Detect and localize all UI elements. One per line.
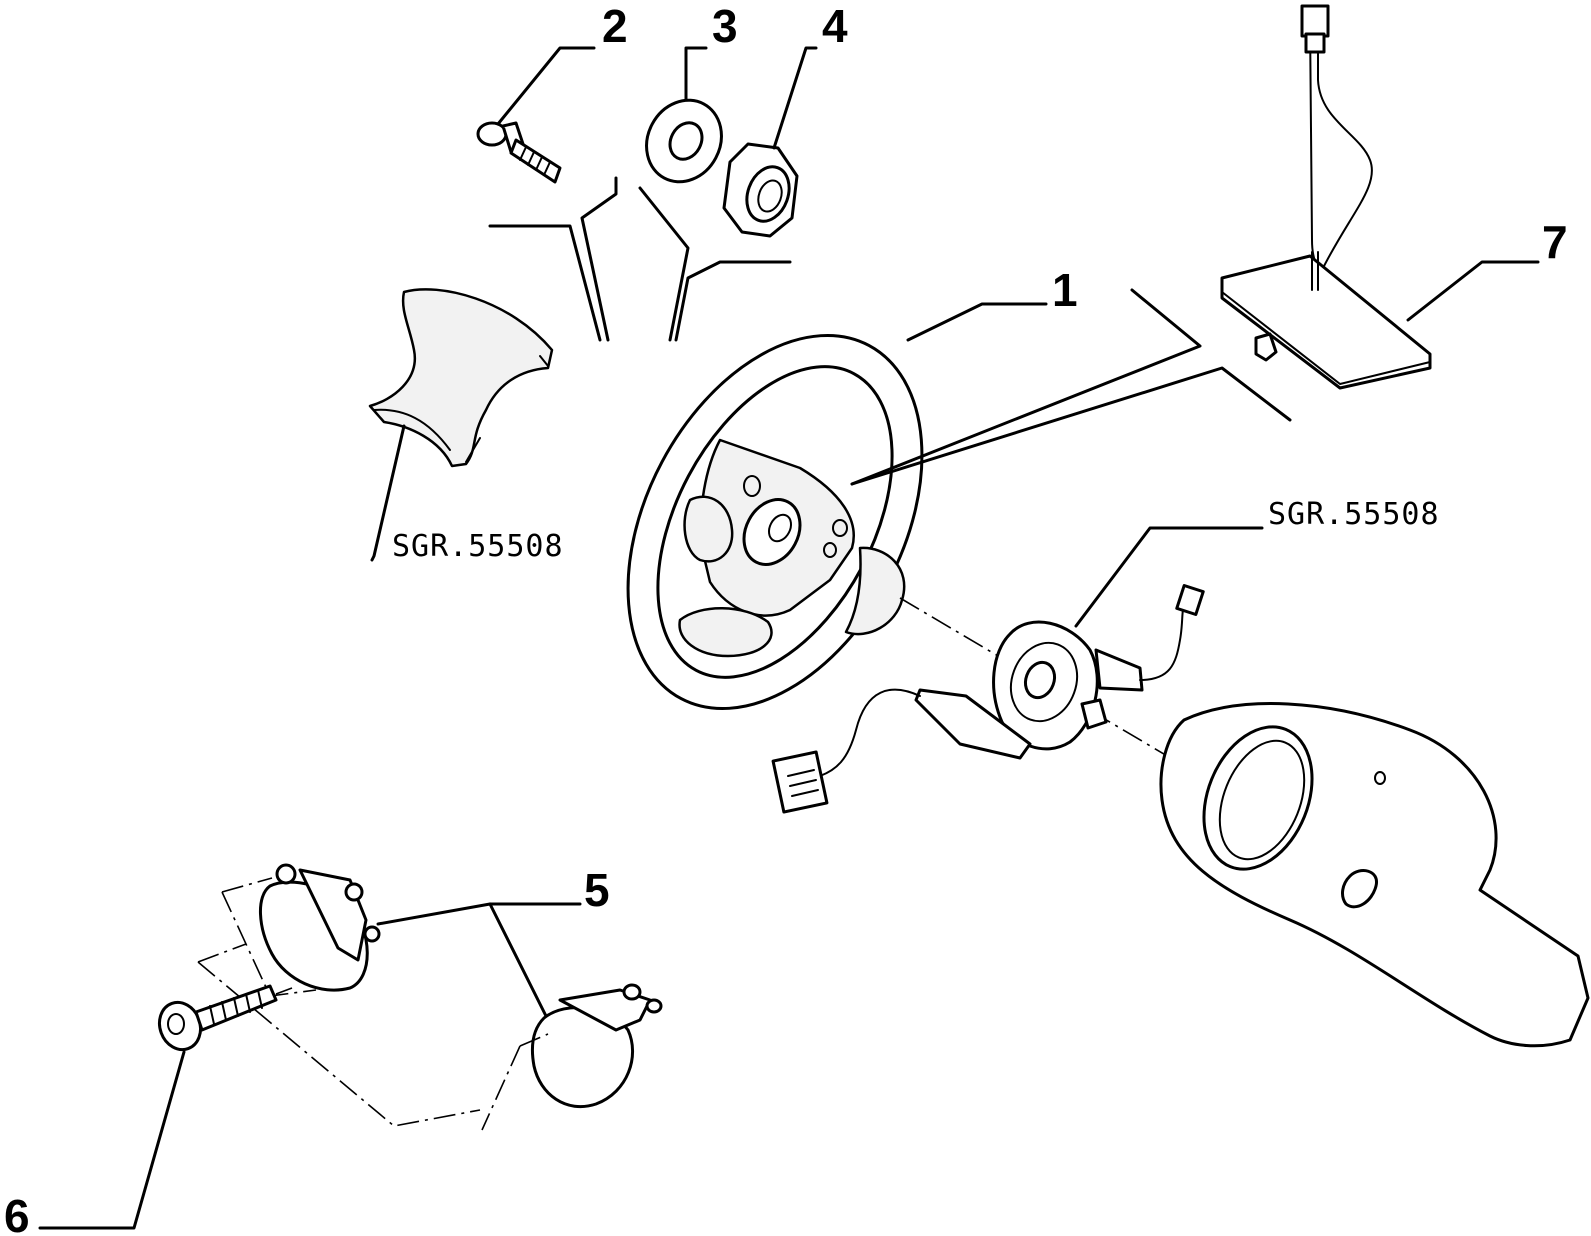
horn-button-upper — [258, 863, 381, 992]
reference-code-left: SGR.55508 — [392, 529, 564, 564]
dash-button-path — [197, 943, 481, 1127]
leader-part-7 — [1406, 260, 1540, 322]
callout-2: 2 — [602, 0, 628, 52]
bracket-bolt — [488, 224, 602, 342]
callout-7: 7 — [1542, 216, 1568, 268]
leader-part-4 — [772, 46, 818, 150]
callout-1: 1 — [1052, 264, 1078, 316]
steering-wheel-part-1 — [626, 333, 924, 711]
reference-code-right: SGR.55508 — [1268, 497, 1440, 532]
leader-part-6 — [38, 1050, 186, 1230]
callout-3: 3 — [712, 0, 738, 52]
leader-part-5 — [376, 902, 582, 926]
module-part-7 — [1220, 4, 1432, 390]
leader-part-1 — [906, 302, 1048, 342]
leader-part-5-lower — [488, 902, 548, 1018]
dash-button-lower — [481, 1033, 549, 1131]
leader-sgr-right — [1074, 526, 1264, 628]
horn-button-lower — [530, 983, 663, 1109]
bracket-part-7-bottom — [850, 366, 1292, 486]
leader-part-2 — [496, 46, 596, 126]
washer-part-3 — [645, 98, 723, 184]
callout-6: 6 — [4, 1190, 30, 1236]
bracket-part-7-top — [850, 288, 1202, 486]
callout-5: 5 — [584, 864, 610, 916]
screw-part-6 — [157, 984, 293, 1052]
column-shroud — [1159, 702, 1590, 1048]
bracket-nut-upper — [674, 260, 792, 342]
leader-part-3 — [684, 46, 708, 102]
callout-4: 4 — [822, 0, 848, 52]
bracket-bolt-upper — [580, 176, 618, 342]
airbag-cover — [368, 288, 554, 468]
nut-part-4 — [722, 142, 799, 238]
clock-spring — [771, 583, 1263, 814]
bracket-nut — [638, 186, 690, 342]
leader-sgr-left — [370, 424, 406, 562]
bolt-part-2 — [476, 121, 562, 184]
